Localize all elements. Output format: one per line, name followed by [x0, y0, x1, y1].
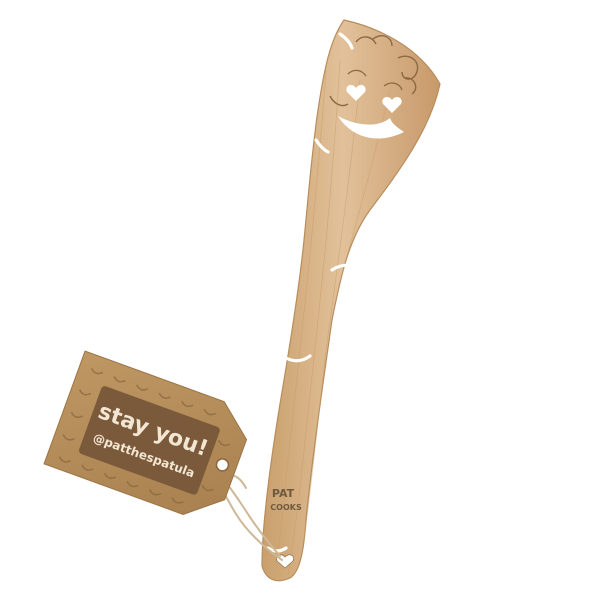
brand-line-2: COOKS — [270, 503, 302, 512]
wooden-spatula: PAT COOKS — [261, 19, 441, 582]
wood-grain — [275, 59, 391, 576]
tag-eyelet — [215, 458, 230, 472]
engraved-hair — [329, 35, 419, 107]
smiley-pattern — [58, 367, 231, 504]
right-eyebrow — [383, 82, 403, 91]
smile-cutout — [338, 116, 404, 139]
tag-panel — [79, 386, 220, 495]
left-eyebrow — [347, 69, 367, 77]
left-heart-eye-cutout — [346, 85, 366, 101]
spatula-body — [261, 19, 441, 582]
brand-line-1: PAT — [272, 487, 295, 500]
right-heart-eye-cutout — [382, 97, 402, 113]
hang-tag: stay you! @patthespatula — [43, 350, 248, 515]
